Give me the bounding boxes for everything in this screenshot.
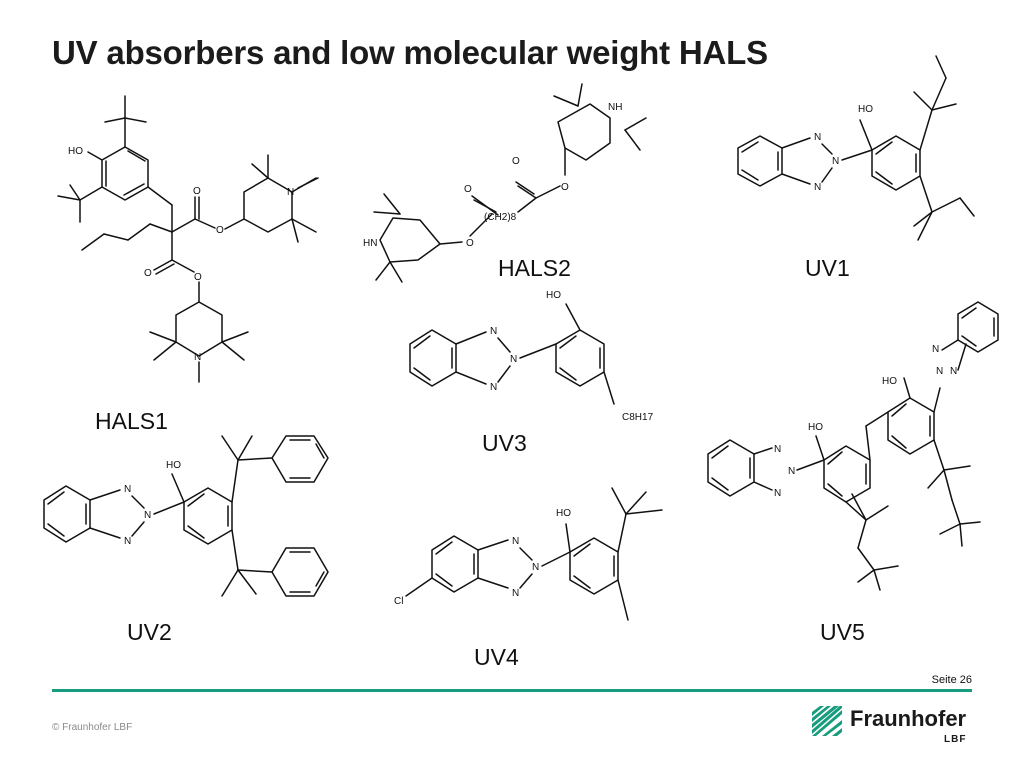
atom-label-n: N [124, 484, 131, 495]
structure-hals1: HO O O N O O [57, 95, 319, 383]
atom-label-o: O [466, 238, 474, 249]
atom-label-n: N [832, 156, 839, 167]
atom-label-ho: HO [882, 376, 897, 387]
atom-label-o: O [144, 268, 152, 279]
atom-label-ho: HO [546, 290, 561, 301]
atom-label-n: N [814, 182, 821, 193]
atom-label-cl: Cl [394, 596, 403, 607]
atom-label-ho: HO [68, 146, 83, 157]
atom-label-n: N [194, 352, 201, 363]
atom-label-n: N [287, 187, 294, 198]
footer-divider [52, 689, 972, 692]
atom-label-ho: HO [166, 460, 181, 471]
atom-label-n: N [774, 444, 781, 455]
compound-label-uv2: UV2 [127, 619, 172, 645]
structure-uv1: N N N HO [737, 55, 975, 241]
atom-label-n: N [144, 510, 151, 521]
atom-label-o: O [216, 225, 224, 236]
slide-title: UV absorbers and low molecular weight HA… [52, 34, 768, 71]
atom-label-o: O [512, 156, 520, 167]
compound-label-uv3: UV3 [482, 430, 527, 456]
atom-label-o: O [194, 272, 202, 283]
fraunhofer-logo: Fraunhofer LBF [812, 706, 974, 752]
atom-label-n: N [124, 536, 131, 547]
atom-label-n: N [512, 588, 519, 599]
page-number: Seite 26 [931, 674, 972, 686]
compound-label-hals2: HALS2 [498, 255, 571, 281]
atom-label-ch2-8: (CH2)8 [484, 212, 517, 223]
atom-label-ho: HO [858, 104, 873, 115]
atom-label-n: N [490, 326, 497, 337]
atom-label-hn: HN [363, 238, 377, 249]
copyright: © Fraunhofer LBF [52, 722, 133, 733]
structure-uv5: N N N HO HO N N N [707, 301, 999, 591]
atom-label-n: N [512, 536, 519, 547]
compound-label-uv5: UV5 [820, 619, 865, 645]
logo-wordmark: Fraunhofer [850, 706, 967, 731]
atom-label-n: N [774, 488, 781, 499]
atom-label-o: O [464, 184, 472, 195]
structure-hals2: NH O O (CH2)8 O O HN [363, 83, 647, 283]
compound-label-uv1: UV1 [805, 255, 850, 281]
atom-label-nh: NH [608, 102, 622, 113]
atom-label-n: N [950, 366, 957, 377]
atom-label-c8h17: C8H17 [622, 412, 654, 423]
atom-label-n: N [932, 344, 939, 355]
atom-label-ho: HO [808, 422, 823, 433]
atom-label-n: N [490, 382, 497, 393]
structure-uv2: N N N HO [43, 435, 329, 597]
atom-label-n: N [788, 466, 795, 477]
atom-label-o: O [561, 182, 569, 193]
structure-uv3: N N N HO C8H17 [409, 290, 654, 423]
atom-label-ho: HO [556, 508, 571, 519]
atom-label-o: O [193, 186, 201, 197]
fraunhofer-logo-icon [812, 706, 842, 736]
structure-uv4: Cl N N N HO [394, 487, 663, 621]
atom-label-n: N [814, 132, 821, 143]
atom-label-n: N [532, 562, 539, 573]
logo-institute: LBF [944, 734, 967, 745]
compound-label-hals1: HALS1 [95, 408, 168, 434]
compound-label-uv4: UV4 [474, 644, 519, 670]
atom-label-n: N [510, 354, 517, 365]
atom-label-n: N [936, 366, 943, 377]
